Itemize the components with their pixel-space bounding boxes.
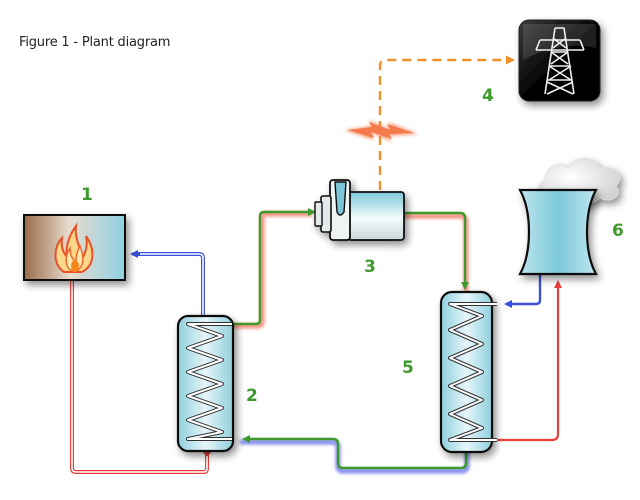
label-3: 3 <box>364 257 376 277</box>
label-2: 2 <box>246 386 258 406</box>
coil-icon <box>186 322 232 441</box>
label-4: 4 <box>482 86 494 106</box>
pipe-condenser-to-tower <box>492 280 562 442</box>
cooling-tower[interactable] <box>518 157 621 276</box>
pipe-hx-to-boiler <box>130 250 205 316</box>
label-6: 6 <box>612 221 624 241</box>
lightning-icon <box>344 120 418 142</box>
figure-title: Figure 1 - Plant diagram <box>19 35 171 50</box>
transmission-tower-icon <box>535 27 585 95</box>
label-1: 1 <box>81 185 93 205</box>
label-5: 5 <box>402 358 414 378</box>
boiler[interactable] <box>23 214 126 281</box>
pipe-condenser-to-hx <box>240 435 470 474</box>
pipe-hx-to-turbine <box>232 208 316 329</box>
heat-exchanger-2[interactable] <box>176 314 235 453</box>
electric-line-to-grid <box>378 55 515 190</box>
coil-icon <box>448 302 497 442</box>
flame-icon <box>54 222 94 273</box>
condenser-5[interactable] <box>439 290 497 454</box>
power-grid[interactable] <box>518 19 601 102</box>
pipe-tower-to-condenser <box>504 274 542 308</box>
pipe-turbine-to-condenser <box>402 211 469 292</box>
turbine-generator[interactable] <box>314 179 405 262</box>
